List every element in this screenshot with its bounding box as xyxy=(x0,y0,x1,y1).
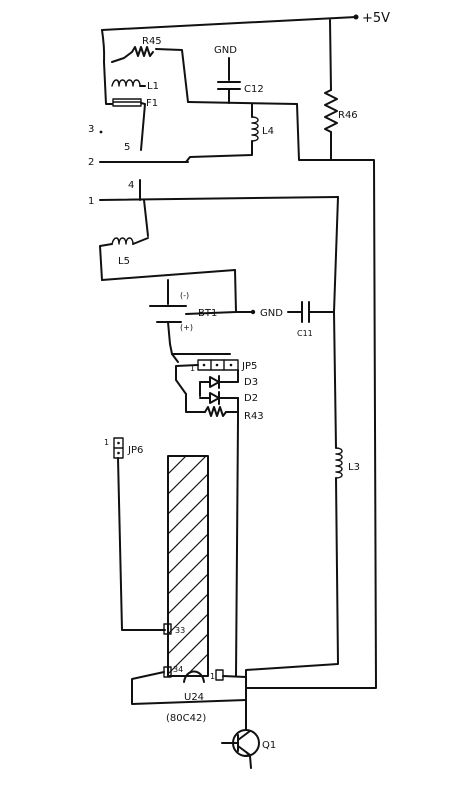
pin2-label: 2 xyxy=(88,157,94,168)
gnd-top-label: GND xyxy=(214,45,237,56)
c11-capacitor: GND C11 xyxy=(235,301,335,338)
pin5-label: 5 xyxy=(124,142,130,153)
r45-label: R45 xyxy=(142,36,162,47)
r43-resistor: R43 xyxy=(204,397,264,677)
bt1-label: BT1 xyxy=(198,308,217,319)
jp5-label: JP5 xyxy=(241,361,257,372)
u24-pin34-label: 34 xyxy=(173,665,183,674)
l1-label: L1 xyxy=(147,81,159,92)
r46-label: R46 xyxy=(338,110,358,121)
q1-transistor: Q1 xyxy=(221,729,276,769)
connector-pins: 3 5 2 xyxy=(88,124,189,168)
l4-label: L4 xyxy=(262,126,274,137)
c12-label: C12 xyxy=(244,84,264,95)
c11-label: C11 xyxy=(297,329,313,338)
f1-label: F1 xyxy=(146,98,158,109)
l5-label: L5 xyxy=(118,256,130,267)
u24-chip: 33 34 1 U24 (80C42) xyxy=(163,455,247,724)
gnd-mid-label: GND xyxy=(260,308,283,319)
u24-part-label: (80C42) xyxy=(166,713,206,724)
d2-label: D2 xyxy=(244,393,258,404)
l3-label: L3 xyxy=(348,462,360,473)
pin1-line: 1 4 xyxy=(88,179,339,237)
c12-capacitor: GND C12 xyxy=(187,45,332,161)
vcc-label: +5V xyxy=(362,11,390,26)
jp6-pin-label: 1 xyxy=(104,438,109,447)
l5-inductor: L5 xyxy=(99,237,149,281)
bt1-battery: (-) BT1 (+) xyxy=(101,269,237,345)
pin3-label: 3 xyxy=(88,124,94,135)
d3-diode: D3 xyxy=(199,369,258,397)
vcc-rail: +5V xyxy=(101,11,390,91)
pin1-label: 1 xyxy=(88,196,94,207)
r45-resistor: R45 xyxy=(111,36,189,103)
d3-label: D3 xyxy=(244,377,258,388)
r46-resistor: R46 xyxy=(245,89,377,689)
l4-inductor: L4 xyxy=(185,103,274,163)
bt1-pos-label: (+) xyxy=(180,323,193,332)
jp6-jumper: 1 JP6 xyxy=(104,437,166,631)
jp6-label: JP6 xyxy=(127,445,143,456)
bt1-neg-label: (-) xyxy=(180,291,189,300)
u24-pin33-label: 33 xyxy=(175,626,185,635)
r43-label: R43 xyxy=(244,411,264,422)
q1-label: Q1 xyxy=(262,740,276,751)
d2-diode: D2 xyxy=(185,391,258,413)
l3-inductor: L3 xyxy=(245,196,360,678)
u24-hatching xyxy=(167,455,209,677)
u24-pin1-label: 1 xyxy=(210,672,215,681)
jp5-jumper: 1 JP5 xyxy=(169,343,257,395)
l1-f1-block: L1 F1 xyxy=(103,61,159,151)
pin4-label: 4 xyxy=(128,180,134,191)
u24-label: U24 xyxy=(184,692,204,703)
jp5-pin-label: 1 xyxy=(190,364,195,373)
bottom-loop xyxy=(131,671,247,731)
